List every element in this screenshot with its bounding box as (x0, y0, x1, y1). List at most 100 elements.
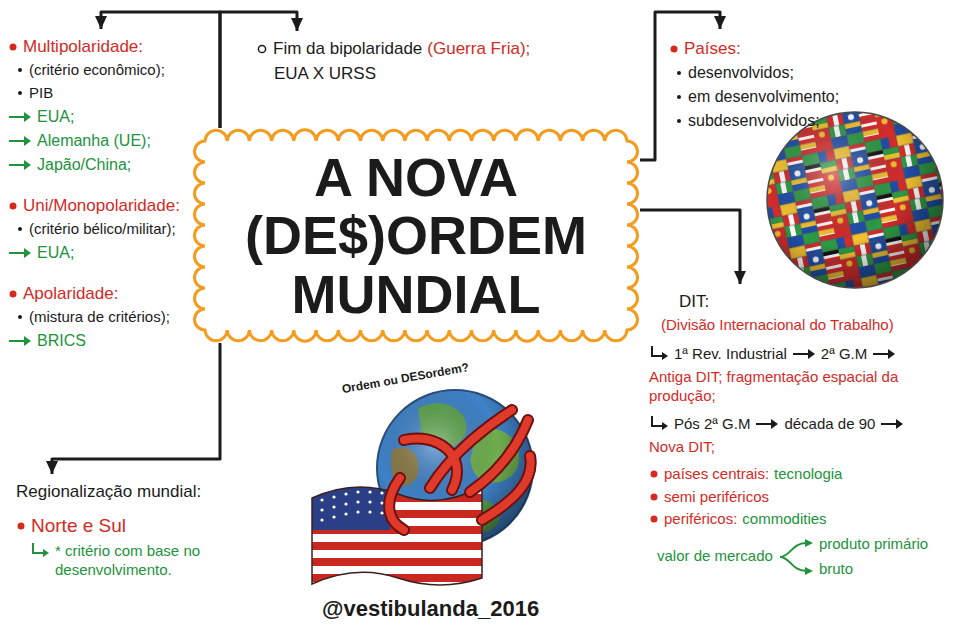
hook-stroke (662, 422, 668, 430)
branch-text: Antiga DIT; fragmentação espacial da pro… (649, 368, 949, 406)
branch-text: 1ª Rev. Industrial (674, 345, 787, 364)
fork-stroke (805, 539, 813, 547)
branch-text: países centrais: (664, 465, 769, 484)
dot-symbol (675, 93, 683, 101)
reddot-stroke (671, 46, 678, 53)
text-row: Antiga DIT; fragmentação espacial da pro… (649, 368, 949, 406)
dot-symbol (16, 66, 24, 74)
connector (640, 12, 720, 160)
branch-text: EUA; (37, 107, 74, 127)
text-row: (Divisão Internacional do Trabalho) (649, 316, 949, 335)
branch-text: Alemanha (UE); (37, 131, 151, 151)
arrow-symbol (8, 111, 32, 123)
arrow-symbol (8, 247, 32, 259)
arrow-stroke (756, 423, 773, 425)
hook-stroke (652, 416, 663, 426)
branch-text: Países: (684, 38, 741, 59)
reddot-symbol (16, 521, 26, 531)
branch-text: PIB (29, 84, 53, 103)
arrow-stroke (9, 140, 26, 142)
branch-group: Multipolaridade:(critério econômico);PIB… (6, 30, 188, 355)
branch-text: valor de mercado (657, 547, 773, 566)
arrow-symbol (8, 335, 32, 347)
fork-stroke (805, 567, 813, 575)
reddot-stroke (651, 470, 658, 477)
branch-text: semi periféricos (664, 488, 769, 507)
branch-text: em desenvolvimento; (688, 87, 839, 107)
branch-text: 2ª G.M (821, 345, 867, 364)
dot-stroke (18, 315, 22, 319)
arrow-stroke (24, 112, 31, 122)
arrow-symbol (755, 418, 779, 430)
branch-text: década de 90 (784, 415, 875, 434)
branch-text: Uni/Monopolaridade: (23, 195, 180, 216)
text-row: Alemanha (UE); (8, 131, 186, 151)
dot-symbol (16, 225, 24, 233)
text-row: Japão/China; (8, 155, 186, 175)
arrow-symbol (872, 348, 896, 360)
branch-text: Regionalização mundial: (16, 481, 201, 502)
text-row: Multipolaridade: (8, 36, 186, 57)
reddot-symbol (649, 514, 659, 524)
branch-text: * critério com base no desenvolvimento. (55, 542, 298, 580)
reddot-symbol (8, 201, 18, 211)
reddot-symbol (8, 42, 18, 52)
branch-text: DIT: (679, 291, 709, 312)
fork-stroke (780, 543, 806, 571)
text-row: subdesenvolvidos; (669, 111, 923, 131)
dot-stroke (677, 95, 681, 99)
text-row: Nova DIT; (649, 438, 949, 457)
us-flag (300, 470, 490, 600)
branch-text: desenvolvidos; (688, 63, 794, 83)
arrow-stroke (24, 160, 31, 170)
central-box: A NOVA (DE$)ORDEM MUNDIAL (192, 128, 640, 343)
hook-stroke (652, 346, 663, 356)
arrow-stroke (896, 419, 903, 429)
branch-text: tecnologia (774, 465, 842, 484)
text-row: * critério com base no desenvolvimento. (16, 542, 298, 580)
text-row: EUA; (8, 243, 186, 263)
arrow-stroke (808, 349, 815, 359)
text-row: semi periféricos (649, 488, 949, 507)
branch-text: Apolaridade: (23, 283, 118, 304)
text-row: Fim da bipolaridade(Guerra Fria); (256, 38, 608, 59)
reddot-stroke (651, 493, 658, 500)
dot-stroke (677, 119, 681, 123)
ring-stroke (258, 45, 265, 52)
text-row: Países: (669, 38, 923, 59)
reddot-stroke (18, 523, 25, 530)
branch-text: EUA X URSS (274, 63, 376, 84)
dot-symbol (675, 117, 683, 125)
text-row: em desenvolvimento; (669, 87, 923, 107)
dot-stroke (677, 71, 681, 75)
branch-text: (mistura de critérios); (29, 308, 170, 327)
branch-group: Regionalização mundial: Norte e Sul * crit… (12, 475, 302, 584)
text-row: desenvolvidos; (669, 63, 923, 83)
reddot-stroke (651, 516, 658, 523)
arrow-symbol (8, 159, 32, 171)
arrow-stroke (9, 164, 26, 166)
text-row: valor de mercado produto primário bruto (649, 535, 949, 579)
arrow-stroke (9, 252, 26, 254)
branch-text: Japão/China; (37, 155, 131, 175)
arrow-stroke (881, 423, 898, 425)
fork-symbol (778, 537, 814, 577)
text-row: Apolaridade: (8, 283, 186, 304)
branch-text: produto primário (819, 535, 928, 554)
arrow-symbol (880, 418, 904, 430)
text-row: Norte e Sul (16, 514, 298, 538)
branch-text: bruto (819, 560, 928, 579)
reddot-stroke (10, 290, 17, 297)
flag-ribbons (389, 410, 531, 530)
text-row: (critério bélico/militar); (8, 220, 186, 239)
branch-group: Fim da bipolaridade(Guerra Fria); EUA X U… (252, 32, 612, 89)
branch-text: Nova DIT; (649, 438, 715, 457)
text-row: PIB (8, 84, 186, 103)
branch-text: Multipolaridade: (23, 36, 143, 57)
title-text: A NOVA (DE$)ORDEM MUNDIAL (222, 148, 610, 323)
hook-symbol (30, 543, 50, 559)
text-row: BRICS (8, 331, 186, 351)
flag-outline (312, 486, 482, 585)
arrow-symbol (8, 135, 32, 147)
